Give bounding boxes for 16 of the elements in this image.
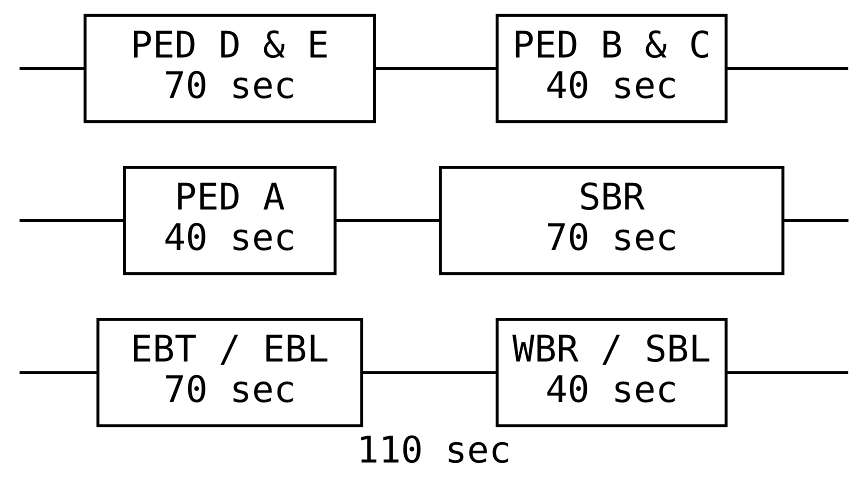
connector — [782, 219, 848, 222]
connector — [334, 219, 440, 222]
connector — [726, 371, 848, 374]
connector — [361, 371, 496, 374]
connector — [19, 67, 85, 70]
connector — [374, 67, 497, 70]
caption: 110 sec — [356, 428, 511, 472]
connector — [19, 219, 124, 222]
node-box: SBR 70 sec — [438, 166, 784, 276]
node-box: PED D & E 70 sec — [83, 14, 376, 124]
node-box: PED B & C 40 sec — [495, 14, 728, 124]
node-box: PED A 40 sec — [122, 166, 336, 276]
node-box: EBT / EBL 70 sec — [96, 318, 363, 428]
connector — [726, 67, 848, 70]
connector — [19, 371, 97, 374]
node-box: WBR / SBL 40 sec — [495, 318, 728, 428]
